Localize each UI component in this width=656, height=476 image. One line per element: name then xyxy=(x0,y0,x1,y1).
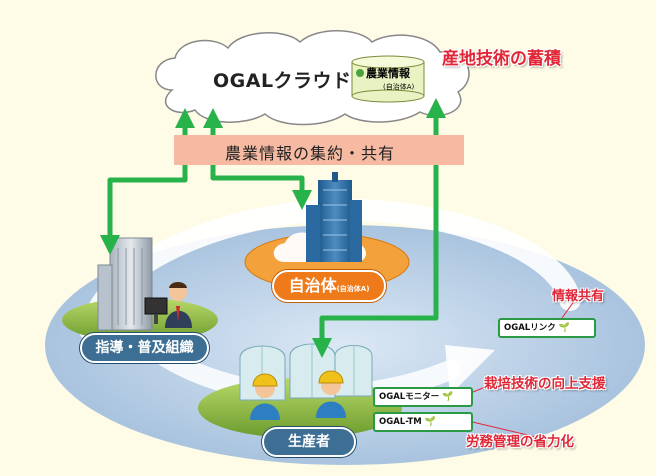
guidance-building-icon xyxy=(97,237,153,331)
banner-background xyxy=(174,135,464,165)
cloud-title: OGALクラウド xyxy=(213,70,352,92)
leaf-icon: 🌱 xyxy=(424,417,436,427)
advisor-person-icon xyxy=(144,282,192,328)
leaf-icon: 🌱 xyxy=(442,392,454,402)
database-label: 農業情報 xyxy=(366,67,410,80)
ogal-monitor-text: OGALモニター xyxy=(379,392,440,402)
ogal-tm-tag: OGAL-TM🌱 xyxy=(373,412,473,432)
municipality-label: 自治体(自治体A) xyxy=(272,270,386,302)
leaf-icon: 🌱 xyxy=(558,323,570,333)
ogal-link-text: OGALリンク xyxy=(504,323,556,333)
callout-lines xyxy=(463,299,576,439)
database-sublabel: (自治体A) xyxy=(383,83,415,91)
banner-text: 農業情報の集約・共有 xyxy=(225,144,396,163)
municipality-label-text: 自治体 xyxy=(288,276,337,295)
circulation-arrow-head xyxy=(445,345,495,395)
headline-cultivation-support: 栽培技術の向上支援 xyxy=(484,376,606,392)
ogal-tm-text: OGAL-TM xyxy=(379,417,422,427)
municipality-building-icon xyxy=(306,172,362,262)
ogal-link-tag: OGALリンク🌱 xyxy=(498,318,596,338)
farmer-icon xyxy=(250,370,346,420)
headline-labor-saving: 労務管理の省力化 xyxy=(466,434,574,450)
producer-label: 生産者 xyxy=(262,427,356,457)
ogal-monitor-tag: OGALモニター🌱 xyxy=(373,387,473,407)
municipality-sublabel: (自治体A) xyxy=(336,285,370,293)
headline-accumulation: 産地技術の蓄積 xyxy=(442,49,561,69)
guidance-label: 指導・普及組織 xyxy=(80,333,209,363)
headline-info-share: 情報共有 xyxy=(552,289,605,304)
